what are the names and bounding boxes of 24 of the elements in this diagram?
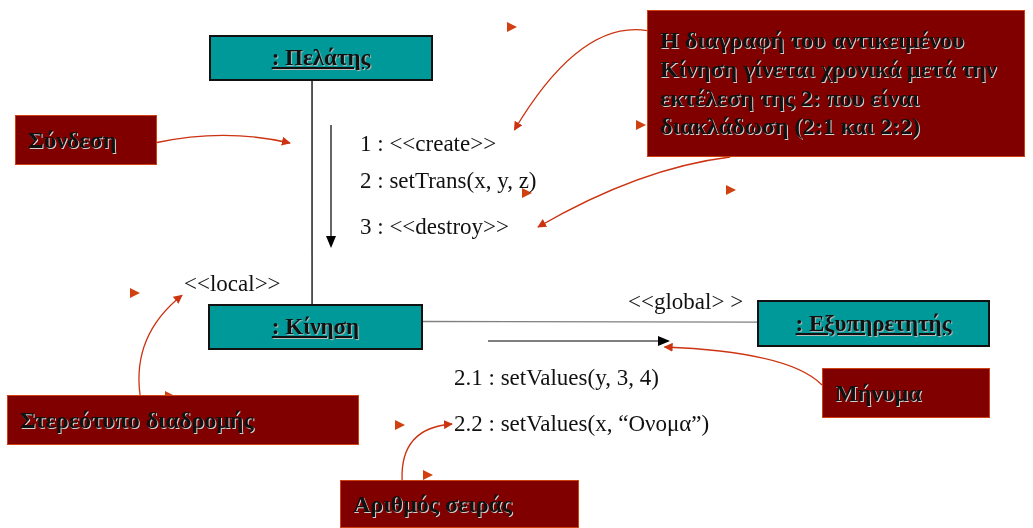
- leader-line: [513, 29, 648, 131]
- leader-line: [537, 156, 731, 228]
- link-line: [311, 80, 313, 305]
- link-line: [422, 320, 758, 323]
- message-text: <<local>>: [182, 270, 294, 298]
- message-text: 2 : setTrans(x, y, z): [358, 166, 598, 196]
- leader-line: [138, 294, 183, 396]
- message-arrow: [488, 335, 670, 347]
- object-box: : Πελάτης: [209, 35, 433, 81]
- callout-box: Μήνυμα: [822, 368, 990, 418]
- leader-line: [156, 134, 291, 146]
- callout-box: Σύνδεση: [15, 115, 157, 165]
- message-text: 1 : <<create>>: [358, 130, 528, 158]
- leader-line: [663, 342, 823, 386]
- callout-box: Στερεότυπο διαδρομής: [7, 395, 359, 445]
- callout-box: Η διαγραφή του αντικειμένου Κίνηση γίνεται χρονικά μετά την εκτέλεση της 2: που είναι διακλάδωση (2:1 και 2:2): [647, 10, 1025, 157]
- message-text: 2.1 : setValues(y, 3, 4): [452, 362, 772, 394]
- stereotype-label: <<global> >: [628, 288, 745, 316]
- leader-line: [401, 420, 453, 481]
- callout-box: Αριθμός σειράς: [340, 480, 579, 528]
- object-box: : Κίνηση: [208, 304, 423, 350]
- message-text: 3 : <<destroy>>: [358, 212, 538, 242]
- object-box: : Εξυπηρετητής: [757, 300, 990, 347]
- message-text: 2.2 : setValues(x, “Ονομα”): [452, 408, 802, 440]
